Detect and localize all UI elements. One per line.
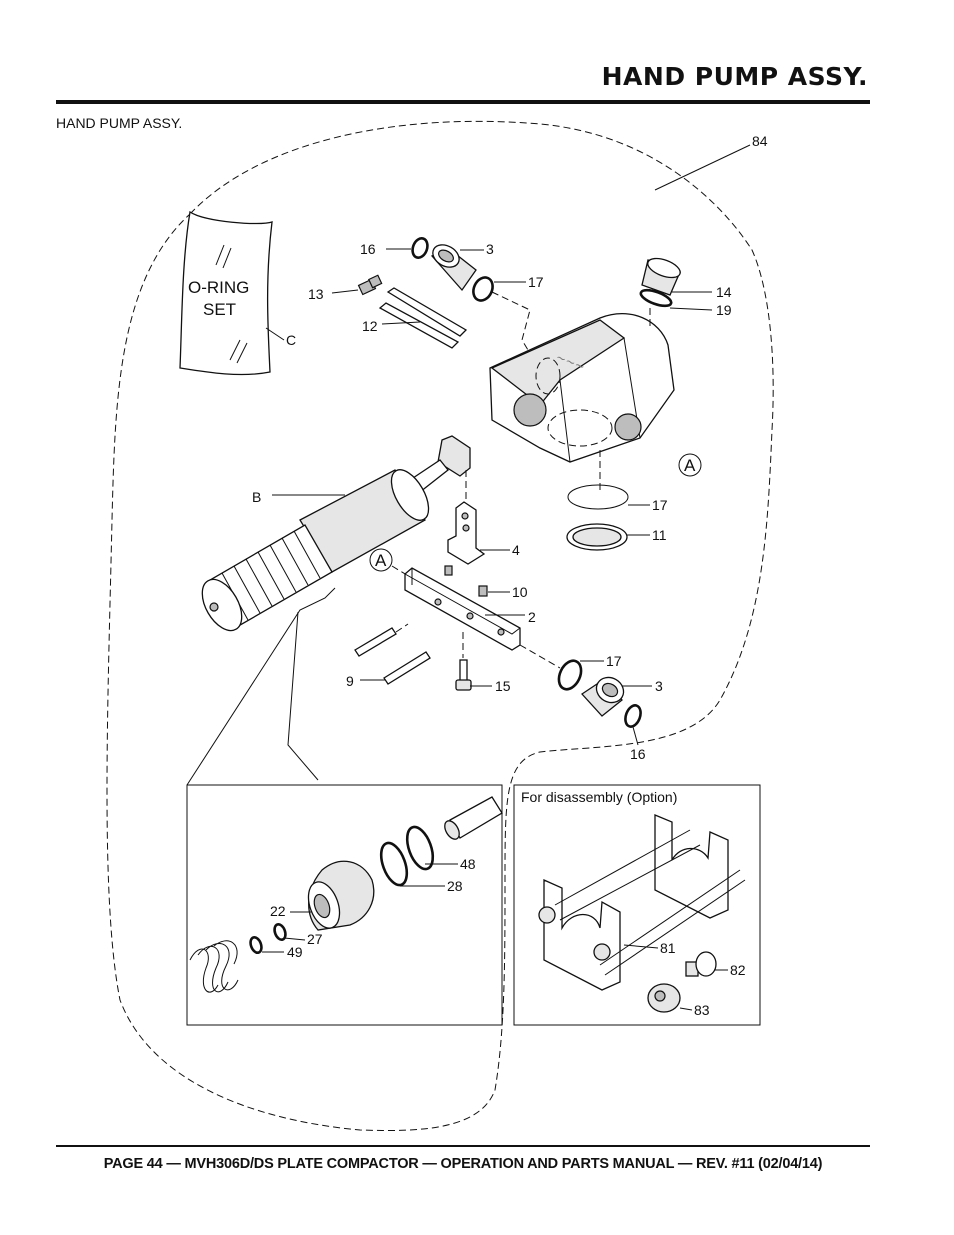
option-box-title: For disassembly (Option) [521,789,677,805]
oring-28 [379,841,409,887]
ring-11 [566,523,628,551]
adapter-83 [647,983,681,1013]
bushing-3-top [430,244,477,292]
letter-a-housing: A [684,456,696,475]
callout-49: 49 [287,944,303,960]
section-label: HAND PUMP ASSY. [56,115,183,131]
oring-set-line2: SET [203,300,236,319]
callout-12: 12 [362,318,378,334]
callout-c: C [286,332,296,348]
callout-28: 28 [447,878,463,894]
bushing-3-bottom [581,676,625,717]
oring-16-bottom [624,704,642,728]
callout-3-bottom: 3 [655,678,663,694]
oring-17-mid [567,484,629,510]
bolt-15 [455,659,472,691]
bracket-4 [447,501,486,565]
page-footer: PAGE 44 — MVH306D/DS PLATE COMPACTOR — O… [103,1156,823,1172]
oring-27 [273,922,287,942]
callout-48: 48 [460,856,476,872]
oring-49 [249,935,263,955]
detail-box [186,784,503,1026]
callout-82: 82 [730,962,746,978]
callout-13: 13 [308,286,324,302]
oring-17-top [472,276,494,302]
callout-17-bottom: 17 [606,653,622,669]
option-box [513,784,761,1026]
adapter-82 [685,951,717,977]
oring-set-bag [179,210,273,376]
pins-9 [354,627,431,685]
oring-17-bottom [557,659,583,691]
callout-3-top: 3 [486,241,494,257]
pins-12 [378,287,468,349]
callout-9: 9 [346,673,354,689]
callout-22: 22 [270,903,286,919]
callout-2: 2 [528,609,536,625]
callout-17-top: 17 [528,274,544,290]
callout-27: 27 [307,931,323,947]
callout-16-bottom: 16 [630,746,646,762]
callout-14: 14 [716,284,732,300]
letter-b: B [252,489,261,505]
callout-15: 15 [495,678,511,694]
piston-22 [307,860,375,931]
callout-19: 19 [716,302,732,318]
footer-rule [56,1145,870,1147]
callout-16-top: 16 [360,241,376,257]
plug-14 [639,257,681,308]
callout-81: 81 [660,940,676,956]
pump-housing: ~~~ [489,313,675,463]
callout-11: 11 [652,527,667,543]
page-title: HAND PUMP ASSY. [601,62,868,91]
letter-a-cylinder: A [375,551,387,570]
spring-detail [189,940,239,993]
oring-set-line1: O-RING [188,278,249,297]
callout-4: 4 [512,542,520,558]
header-rule [56,100,870,104]
setscrew-13 [357,274,383,296]
callout-83: 83 [694,1002,710,1018]
oring-16-top [411,237,429,259]
assembly-boundary [106,120,774,1132]
piston-rod [444,796,503,840]
callout-10: 10 [512,584,528,600]
callout-17-mid: 17 [652,497,668,513]
callout-84: 84 [752,133,768,149]
cylinder-b [201,435,471,632]
screw-10 [478,585,488,597]
puller-tool-81 [538,814,746,991]
oring-48 [405,825,435,871]
